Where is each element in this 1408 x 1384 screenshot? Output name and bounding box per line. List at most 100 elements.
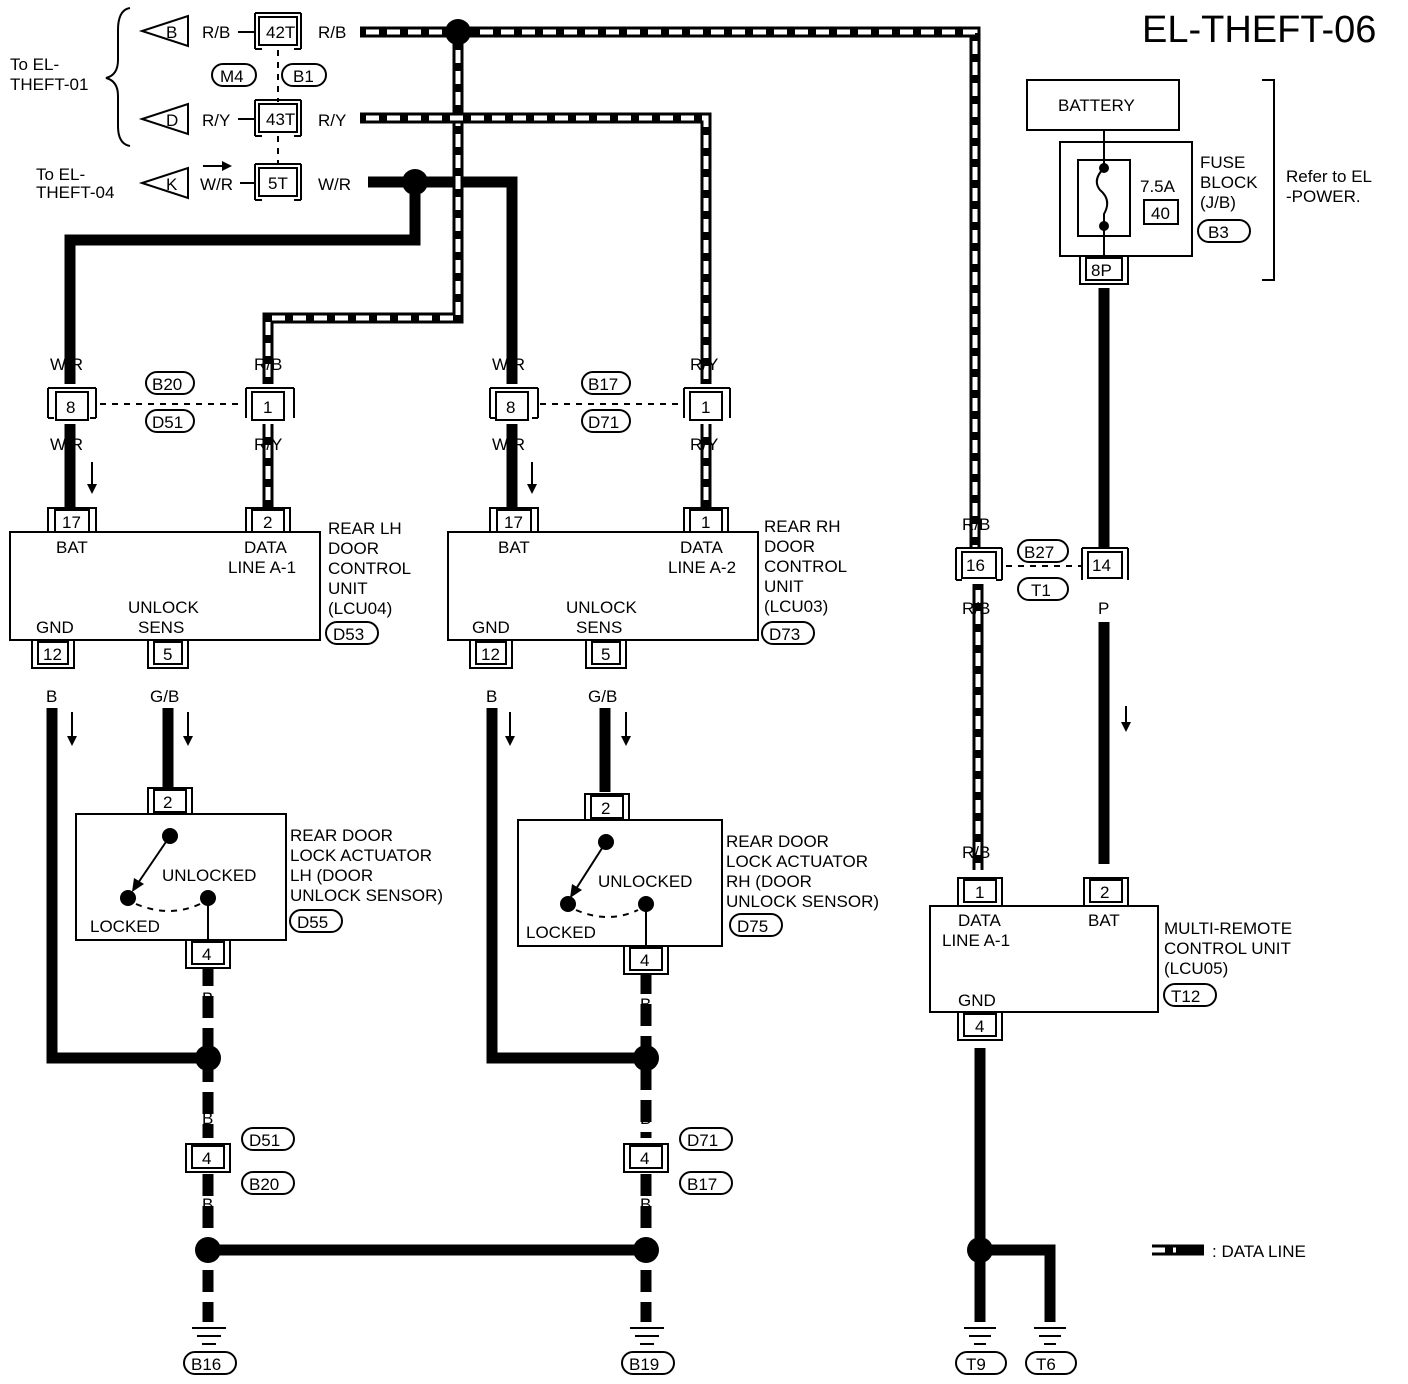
svg-text:R/B: R/B [202,23,230,42]
svg-text:B: B [1044,1299,1055,1318]
svg-text:LOCKED: LOCKED [526,923,596,942]
svg-text:REAR DOOR: REAR DOOR [726,832,829,851]
svg-text:R/Y: R/Y [318,111,346,130]
svg-text:R/B: R/B [962,599,990,618]
lh-pin-1 [251,391,285,421]
terminal-d: D R/Y 43T R/Y [138,99,346,137]
svg-text:SENS: SENS [576,618,622,637]
svg-text:LOCK ACTUATOR: LOCK ACTUATOR [290,846,432,865]
splice-rh-bottom [633,1237,659,1263]
svg-text:UNIT: UNIT [328,579,368,598]
rh-act-pin-4 [629,947,663,971]
terminal-arrow [138,14,189,48]
svg-text:BAT: BAT [56,538,88,557]
svg-text:14: 14 [1092,556,1111,575]
svg-text:DOOR: DOOR [328,539,379,558]
svg-text:B27: B27 [1024,543,1054,562]
svg-text:W/R: W/R [492,435,525,454]
rh-pin-4 [629,1145,663,1169]
svg-text:W/R: W/R [492,355,525,374]
svg-text:UNLOCKED: UNLOCKED [162,866,256,885]
svg-text:(LCU03): (LCU03) [764,597,828,616]
svg-text:40: 40 [1151,204,1170,223]
wire-b-lh-gnd [46,708,200,1064]
brace [105,7,131,147]
rh-pin-1 [689,391,723,421]
svg-text:P: P [1098,599,1109,618]
splice-rb [445,19,471,45]
svg-text:4: 4 [640,951,649,970]
wire-wr-rh-feed [415,176,518,384]
terminal-k: K W/R 5T W/R [138,136,351,201]
rh-pin-8 [495,391,529,421]
svg-text:THEFT-01: THEFT-01 [10,75,88,94]
svg-text:2: 2 [263,513,272,532]
svg-text:1: 1 [975,883,984,902]
multi-joint: R/B P 16 14 B27 T1 R/B P R/B P [955,515,1131,862]
svg-text:1: 1 [701,513,710,532]
svg-text:2: 2 [601,799,610,818]
svg-text:BAT: BAT [498,538,530,557]
svg-text:4: 4 [202,945,211,964]
svg-text:2: 2 [163,793,172,812]
svg-text:D55: D55 [297,913,328,932]
rh-lower: B 4 D71 B17 B B B19 [621,1109,733,1375]
svg-text:1: 1 [701,398,710,417]
left-references: To EL- THEFT-01 To EL- THEFT-04 [10,7,131,202]
page-title: EL-THEFT-06 [1142,9,1376,51]
svg-text:BLOCK: BLOCK [1200,173,1258,192]
svg-text:D75: D75 [737,917,768,936]
lh-actuator-box [75,813,287,941]
svg-text:B: B [640,1195,651,1214]
svg-text:THEFT-04: THEFT-04 [36,183,114,202]
svg-text:LH (DOOR: LH (DOOR [290,866,373,885]
svg-text:UNLOCK: UNLOCK [566,598,638,617]
svg-text:LOCKED: LOCKED [90,917,160,936]
svg-text:8: 8 [66,398,75,417]
splice-rh-gnd [633,1045,659,1071]
svg-text:W/R: W/R [318,175,351,194]
lh-actuator: 2 UNLOCKED LOCKED 4 REAR DOOR LOCK ACTUA… [75,787,443,1008]
svg-text:DOOR: DOOR [764,537,815,556]
svg-text:G/B: G/B [588,687,617,706]
svg-text:R/Y: R/Y [690,435,718,454]
svg-text:D71: D71 [687,1131,718,1150]
svg-text:B: B [974,1299,985,1318]
lh-act-pin-2 [153,789,187,813]
svg-text:LOCK ACTUATOR: LOCK ACTUATOR [726,852,868,871]
splice-lh-gnd [195,1045,221,1071]
svg-text:8: 8 [506,398,515,417]
svg-text:17: 17 [504,513,523,532]
svg-text:DATA: DATA [680,538,723,557]
svg-text:RH (DOOR: RH (DOOR [726,872,812,891]
multi-unit-pin-2 [1089,879,1123,903]
svg-text:8P: 8P [1091,261,1112,280]
svg-text:1: 1 [263,398,272,417]
svg-text:B20: B20 [152,375,182,394]
svg-text:4: 4 [202,1149,211,1168]
svg-text:W/R: W/R [50,435,83,454]
svg-text:CONTROL: CONTROL [328,559,411,578]
splice-lh-bottom [195,1237,221,1263]
svg-text:12: 12 [43,645,62,664]
svg-text:(J/B): (J/B) [1200,193,1236,212]
rh-pin-12 [475,641,507,665]
svg-text:B17: B17 [588,375,618,394]
svg-text:5T: 5T [268,174,288,193]
legend: : DATA LINE [1152,1242,1306,1261]
svg-text:D51: D51 [152,413,183,432]
wire-b-rh-gnd [486,708,640,1064]
svg-text:FUSE: FUSE [1200,153,1245,172]
svg-text:T9: T9 [966,1355,986,1374]
lh-pin-12 [37,641,69,665]
multi-unit-pin-1 [963,879,997,903]
svg-text:G/B: G/B [150,687,179,706]
svg-text:LINE A-1: LINE A-1 [228,558,296,577]
rh-control-unit: 17 1 BAT DATA LINE A-2 UNLOCK SENS GND R… [447,507,847,746]
svg-text:7.5A: 7.5A [1140,177,1176,196]
svg-text:R/Y: R/Y [254,435,282,454]
svg-text:R/B: R/B [962,843,990,862]
svg-text:B: B [166,23,177,42]
svg-text:B: B [202,1195,213,1214]
svg-text:M4: M4 [220,67,244,86]
